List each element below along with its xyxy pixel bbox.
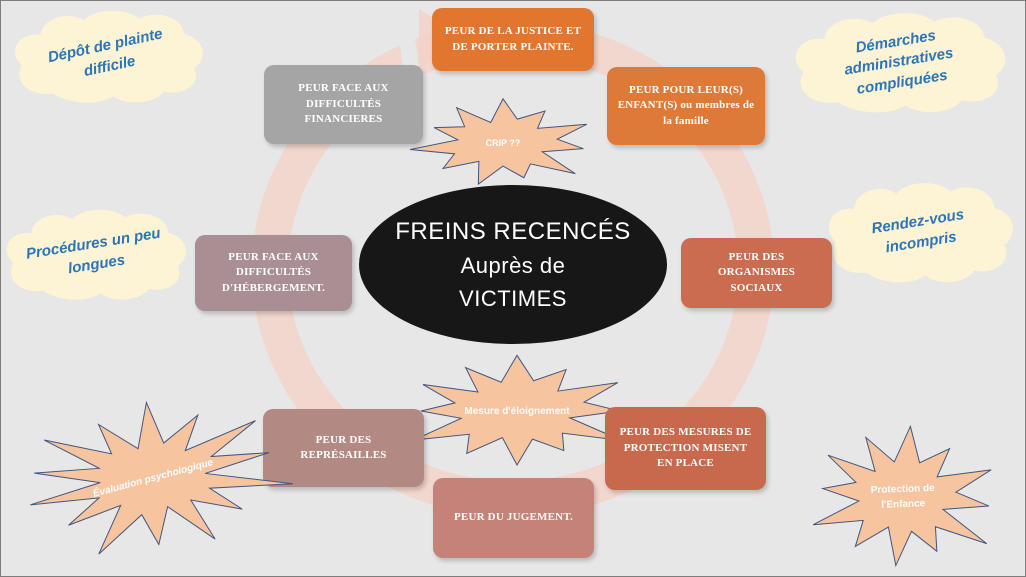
cloud-rendez-vous-incompris: Rendez-vous incompris [823, 179, 1016, 286]
starburst-shape [398, 353, 636, 469]
cloud-procedures-longues: Procédures un peu longues [1, 206, 189, 303]
node-peur-represailles: PEUR DES REPRÉSAILLES [263, 409, 424, 487]
node-peur-justice-label: PEUR DE LA JUSTICE ET DE PORTER PLAINTE. [444, 25, 582, 53]
starburst-crip: CRIP ?? [409, 97, 597, 189]
starburst-mesure-eloignement: Mesure d'éloignement [398, 353, 636, 469]
node-peur-organismes-sociaux-label: PEUR DES ORGANISMES SOCIAUX [717, 250, 796, 294]
node-peur-jugement: PEUR DU JUGEMENT. [433, 478, 594, 558]
cloud-shape [6, 209, 186, 300]
node-peur-mesures-protection: PEUR DES MESURES DE PROTECTION MISENT EN… [605, 407, 766, 490]
node-peur-justice: PEUR DE LA JUSTICE ET DE PORTER PLAINTE. [432, 8, 594, 71]
node-peur-organismes-sociaux: PEUR DES ORGANISMES SOCIAUX [681, 238, 832, 308]
center-title-line3: VICTIMES [459, 285, 567, 311]
starburst-protection-enfance: Protection de l'Enfance [796, 413, 1010, 577]
cloud-shape [828, 183, 1013, 283]
cloud-shape [795, 13, 1006, 113]
node-peur-financieres-label: PEUR FACE AUX DIFFICULTÉS FINANCIERES [298, 82, 389, 126]
starburst-evaluation-psychologique: Évaluation psychologique [7, 387, 300, 569]
starburst-shape [409, 97, 597, 189]
node-peur-represailles-label: PEUR DES REPRÉSAILLES [300, 433, 387, 461]
node-peur-hebergement: PEUR FACE AUX DIFFICULTÉS D'HÉBERGEMENT. [195, 235, 352, 311]
center-title-ellipse: FREINS RECENCÉS Auprès de VICTIMES [359, 185, 667, 344]
center-title-line1: FREINS RECENCÉS [395, 217, 631, 245]
node-peur-enfants: PEUR POUR LEUR(S) ENFANT(S) ou membres d… [607, 67, 765, 145]
starburst-crip-label: CRIP ?? [485, 138, 521, 148]
cloud-shape [14, 10, 203, 103]
starburst-mesure-eloignement-label: Mesure d'éloignement [464, 405, 570, 417]
starburst-shape [796, 413, 1010, 577]
cloud-demarches-administratives: Démarches administratives compliquées [789, 9, 1009, 116]
node-peur-financieres: PEUR FACE AUX DIFFICULTÉS FINANCIERES [264, 65, 423, 144]
center-title-line2: Auprès de [460, 252, 566, 278]
ring-gap [394, 6, 420, 72]
node-peur-enfants-label: PEUR POUR LEUR(S) ENFANT(S) ou membres d… [617, 83, 755, 127]
cloud-depot-plainte: Dépôt de plainte difficile [9, 7, 206, 106]
starburst-shape [7, 387, 300, 569]
node-peur-mesures-protection-label: PEUR DES MESURES DE PROTECTION MISENT EN… [619, 426, 752, 470]
node-peur-jugement-label: PEUR DU JUGEMENT. [453, 511, 573, 524]
starburst-protection-enfance-label: Protection de l'Enfance [870, 482, 935, 511]
node-peur-hebergement-label: PEUR FACE AUX DIFFICULTÉS D'HÉBERGEMENT. [221, 250, 326, 294]
